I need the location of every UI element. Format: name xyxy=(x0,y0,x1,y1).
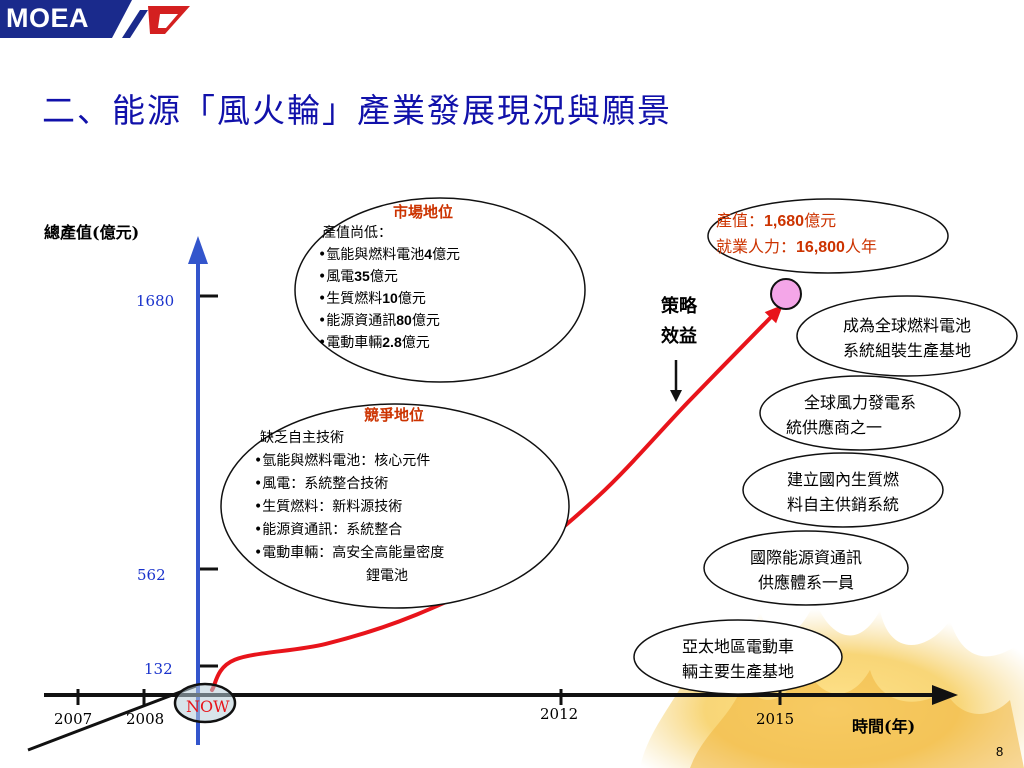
flame-decoration-icon xyxy=(640,600,1024,768)
milestone-ellipse-5 xyxy=(633,619,843,695)
goal-text: 產值：1,680億元 就業人力：16,800人年 xyxy=(716,208,877,260)
competition-position-ellipse xyxy=(220,403,570,609)
milestone-ellipse-2 xyxy=(759,375,961,451)
x-tick-2008: 2008 xyxy=(126,710,164,728)
milestone-wind-power: 全球風力發電系統供應商之一 xyxy=(786,393,916,437)
milestone-ev: 亞太地區電動車輛主要生產基地 xyxy=(681,637,794,681)
strategy-arrow-icon xyxy=(670,360,682,402)
y-axis xyxy=(188,236,208,745)
goal-jobs: 就業人力：16,800人年 xyxy=(716,237,877,256)
target-point xyxy=(770,278,802,310)
competition-position-text: 競爭地位 缺乏自主技術 •氫能與燃料電池：核心元件 •風電：系統整合技術 •生質… xyxy=(254,404,534,588)
market-intro: 產值尚低： xyxy=(322,225,392,241)
competition-item: •氫能與燃料電池：核心元件 xyxy=(254,453,431,469)
x-tick-2015: 2015 xyxy=(756,710,794,728)
page-number: 8 xyxy=(996,744,1004,759)
logo-text: MOEA xyxy=(6,3,89,33)
goal-ellipse xyxy=(707,198,949,274)
y-tick-562: 562 xyxy=(137,566,166,584)
market-item: •風電35億元 xyxy=(318,268,398,285)
market-item: •氫能與燃料電池4億元 xyxy=(318,246,461,263)
now-marker xyxy=(173,682,237,724)
competition-item: •能源資通訊：系統整合 xyxy=(254,522,403,538)
y-tick-1680: 1680 xyxy=(136,292,174,310)
slide-title: 二、能源「風火輪」產業發展現況與願景 xyxy=(42,91,672,130)
competition-heading: 競爭地位 xyxy=(363,406,424,424)
x-tick-2012: 2012 xyxy=(540,705,578,723)
y-axis-title: 總產值(億元) xyxy=(44,223,139,242)
strategy-effect-label: 策略 效益 xyxy=(661,296,697,347)
y-tick-marks xyxy=(200,294,218,668)
market-position-text: 市場地位 產值尚低： •氫能與燃料電池4億元 •風電35億元 •生質燃料10億元… xyxy=(318,202,528,354)
goal-value: 產值：1,680億元 xyxy=(716,211,837,230)
milestone-ellipse-1 xyxy=(796,295,1018,377)
market-item: •電動車輛2.8億元 xyxy=(318,334,430,351)
logo-swoosh-icon xyxy=(112,0,190,38)
market-heading: 市場地位 xyxy=(392,203,453,221)
competition-item: •風電：系統整合技術 xyxy=(254,476,389,492)
competition-item: •電動車輛：高安全高能量密度 xyxy=(254,545,445,561)
market-position-ellipse xyxy=(294,197,586,383)
milestone-ellipse-4 xyxy=(703,530,909,606)
moea-logo: MOEA xyxy=(0,0,250,44)
competition-item: •生質燃料：新料源技術 xyxy=(254,499,403,515)
x-axis-title: 時間(年) xyxy=(852,717,915,736)
now-label: NOW xyxy=(186,697,230,716)
x-tick-2007: 2007 xyxy=(54,710,92,728)
milestone-ellipse-3 xyxy=(742,452,944,528)
milestone-energy-ict: 國際能源資通訊供應體系一員 xyxy=(749,548,862,592)
milestone-fuel-cell: 成為全球燃料電池系統組裝生產基地 xyxy=(842,316,971,360)
growth-curve-arrowhead xyxy=(764,304,783,324)
competition-intro: 缺乏自主技術 xyxy=(260,430,344,446)
market-item: •能源資通訊80億元 xyxy=(318,312,440,329)
logo-box: MOEA xyxy=(0,0,112,38)
competition-item-continuation: 鋰電池 xyxy=(366,568,408,584)
trend-base-line xyxy=(27,684,197,752)
milestone-biofuel: 建立國內生質燃料自主供銷系統 xyxy=(786,470,899,514)
market-item: •生質燃料10億元 xyxy=(318,290,426,307)
y-tick-132: 132 xyxy=(144,660,173,678)
